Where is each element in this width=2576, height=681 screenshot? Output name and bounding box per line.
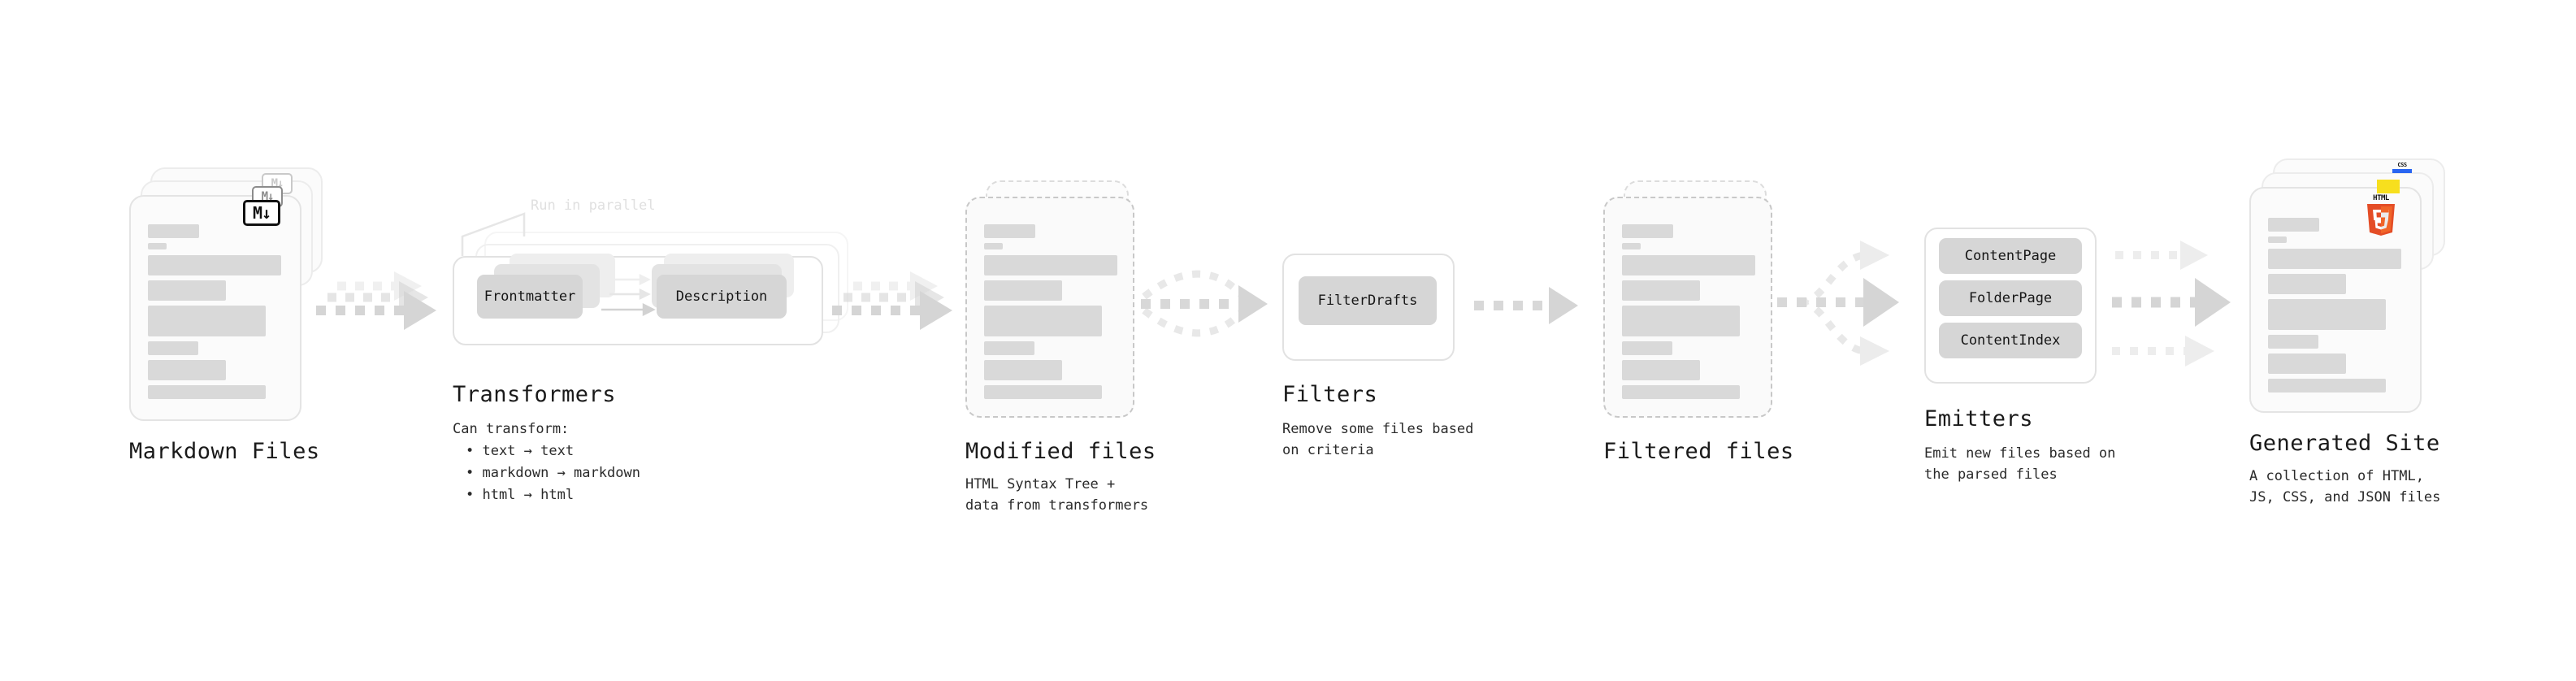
- html5-icon-label: HTML: [2373, 194, 2389, 202]
- emitter-node-folderpage[interactable]: FolderPage: [1939, 280, 2082, 316]
- skeleton-line: [984, 341, 1034, 355]
- skeleton-line: [148, 224, 199, 238]
- css-icon-label: CSS: [2397, 162, 2407, 168]
- markdown-icon: M↓: [243, 200, 280, 226]
- skeleton-line: [2268, 274, 2346, 294]
- skeleton-line: [1622, 280, 1700, 301]
- transformer-node-description[interactable]: Description: [657, 275, 787, 319]
- skeleton-line: [148, 341, 198, 355]
- arrow-transformers-to-modified: [829, 268, 971, 345]
- skeleton-line: [1622, 385, 1740, 399]
- skeleton-line: [984, 385, 1102, 399]
- skeleton-line: [2268, 236, 2287, 243]
- skeleton-line: [984, 224, 1035, 238]
- skeleton-line: [148, 243, 167, 249]
- skeleton-line: [2268, 335, 2318, 349]
- transformer-bullet-0: • text → text: [466, 443, 575, 459]
- skeleton-line: [1622, 224, 1673, 238]
- site-file-card-front: [2249, 187, 2422, 413]
- skeleton-line: [984, 255, 1117, 275]
- emitter-node-contentindex[interactable]: ContentIndex: [1939, 323, 2082, 358]
- arrow-emitters-to-site: [2109, 228, 2271, 374]
- stage-title-filters: Filters: [1282, 382, 1378, 407]
- skeleton-line: [148, 385, 266, 399]
- skeleton-line: [984, 306, 1102, 336]
- stage-title-transformers: Transformers: [453, 382, 617, 407]
- skeleton-line: [1622, 255, 1755, 275]
- skeleton-line: [148, 306, 266, 336]
- skeleton-line: [984, 280, 1062, 301]
- skeleton-line: [1622, 243, 1641, 249]
- stage-title-filtered-files: Filtered files: [1603, 439, 1794, 464]
- skeleton-line: [2268, 218, 2319, 232]
- skeleton-line: [1622, 341, 1672, 355]
- skeleton-line: [148, 360, 226, 380]
- stage-subtitle-generated-site: A collection of HTML, JS, CSS, and JSON …: [2249, 468, 2441, 506]
- html5-icon: HTML: [2366, 194, 2396, 236]
- stage-title-markdown-files: Markdown Files: [129, 439, 320, 464]
- skeleton-line: [148, 280, 226, 301]
- stage-title-modified-files: Modified files: [965, 439, 1156, 464]
- skeleton-line: [2268, 354, 2346, 374]
- js-icon: [2377, 180, 2400, 193]
- transformer-bullet-1: • markdown → markdown: [466, 465, 640, 481]
- emitter-node-contentpage[interactable]: ContentPage: [1939, 238, 2082, 274]
- arrow-modified-to-filters: [1138, 258, 1288, 356]
- stage-subtitle-modified-files: HTML Syntax Tree + data from transformer…: [965, 476, 1149, 514]
- skeleton-line: [1622, 306, 1740, 336]
- skeleton-line: [148, 255, 281, 275]
- arrow-filters-to-filtered: [1471, 283, 1601, 348]
- skeleton-line: [984, 243, 1003, 249]
- stage-subtitle-transformers: Can transform:: [453, 421, 570, 437]
- transformer-bullet-2: • html → html: [466, 487, 575, 503]
- skeleton-line: [2268, 379, 2386, 393]
- skeleton-line: [2268, 249, 2401, 269]
- transformer-node-frontmatter[interactable]: Frontmatter: [477, 275, 583, 319]
- skeleton-line: [1622, 360, 1700, 380]
- stage-subtitle-emitters: Emit new files based on the parsed files: [1924, 445, 2116, 484]
- run-in-parallel-note: Run in parallel: [531, 197, 656, 214]
- run-in-parallel-bracket: [461, 197, 558, 258]
- modified-file-card-front: [965, 197, 1134, 418]
- arrow-filtered-to-emitters: [1776, 228, 1930, 374]
- skeleton-line: [984, 360, 1062, 380]
- stage-title-generated-site: Generated Site: [2249, 431, 2440, 456]
- arrow-markdown-to-transformers: [313, 268, 455, 345]
- css-icon: CSS: [2392, 162, 2412, 173]
- stage-title-emitters: Emitters: [1924, 406, 2034, 432]
- filtered-file-card-front: [1603, 197, 1772, 418]
- skeleton-line: [2268, 299, 2386, 330]
- markdown-file-card-front: [129, 195, 301, 421]
- stage-subtitle-filters: Remove some files based on criteria: [1282, 421, 1474, 459]
- transformer-inner-arrows: [601, 273, 707, 331]
- filter-node-filterdrafts[interactable]: FilterDrafts: [1299, 276, 1437, 325]
